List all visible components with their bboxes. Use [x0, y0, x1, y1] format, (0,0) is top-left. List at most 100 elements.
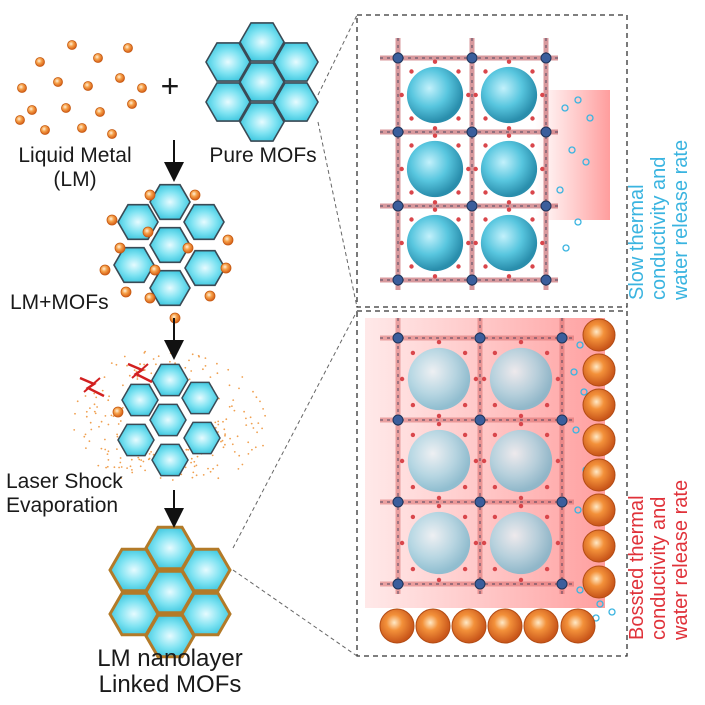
- liquid-metal-dots: [16, 41, 147, 139]
- metal-node: [393, 201, 403, 211]
- laser-shock-cluster: [73, 349, 266, 481]
- vapor-particle: [149, 453, 151, 455]
- liquid-metal-label: Liquid Metal: [18, 144, 131, 167]
- vapor-particle: [192, 477, 194, 479]
- metal-node: [475, 579, 485, 589]
- lm-droplet: [113, 407, 123, 417]
- vapor-particle: [231, 405, 233, 407]
- metal-node: [393, 53, 403, 63]
- vapor-particle: [104, 376, 106, 378]
- vapor-particle: [158, 355, 160, 357]
- metal-node: [467, 127, 477, 137]
- pore-sphere: [490, 512, 552, 574]
- vapor-particle: [216, 363, 218, 365]
- vapor-particle: [98, 426, 100, 428]
- oxygen-atom: [433, 126, 437, 130]
- lm-nanoparticle: [583, 566, 615, 598]
- vapor-particle: [121, 466, 123, 468]
- vapor-particle: [185, 467, 187, 469]
- oxygen-atom: [493, 403, 497, 407]
- oxygen-atom: [411, 567, 415, 571]
- pore-sphere: [407, 67, 463, 123]
- plus-sign: +: [161, 68, 180, 104]
- vapor-particle: [203, 474, 205, 476]
- vapor-particle: [85, 434, 87, 436]
- vapor-particle: [77, 400, 79, 402]
- oxygen-atom: [456, 116, 460, 120]
- laser-label-2: Evaporation: [6, 494, 118, 517]
- pore-sphere: [490, 430, 552, 492]
- oxygen-atom: [507, 134, 511, 138]
- metal-node: [557, 415, 567, 425]
- oxygen-atom: [545, 567, 549, 571]
- pore-sphere: [490, 348, 552, 410]
- oxygen-atom: [493, 433, 497, 437]
- boosted-text-line1: Bossted thermal: [626, 495, 648, 640]
- vapor-particle: [238, 388, 240, 390]
- oxygen-atom: [507, 60, 511, 64]
- vapor-particle: [264, 415, 266, 417]
- vapor-particle: [74, 413, 76, 415]
- vapor-particle: [197, 456, 199, 458]
- pore-sphere: [408, 430, 470, 492]
- vapor-particle: [229, 438, 231, 440]
- vapor-particle: [232, 443, 234, 445]
- lm-nanoparticle: [583, 459, 615, 491]
- mof-hexagon: [118, 424, 154, 455]
- oxygen-atom: [474, 541, 478, 545]
- oxygen-atom: [519, 578, 523, 582]
- oxygen-atom: [463, 433, 467, 437]
- vapor-particle: [188, 449, 190, 451]
- oxygen-atom: [493, 515, 497, 519]
- oxygen-atom: [530, 69, 534, 73]
- vapor-particle: [104, 439, 106, 441]
- lm-droplet: [221, 263, 231, 273]
- vapor-particle: [253, 427, 255, 429]
- vapor-particle: [118, 423, 120, 425]
- oxygen-atom: [433, 200, 437, 204]
- vapor-particle: [117, 436, 119, 438]
- pore-sphere: [481, 67, 537, 123]
- vapor-particle: [107, 453, 109, 455]
- lm-mofs-label: LM+MOFs: [10, 291, 109, 314]
- lm-droplet: [108, 130, 117, 139]
- vapor-particle: [155, 363, 157, 365]
- lm-droplet: [145, 293, 155, 303]
- vapor-particle: [194, 466, 196, 468]
- metal-node: [475, 497, 485, 507]
- lm-droplet: [28, 106, 37, 115]
- metal-node: [475, 415, 485, 425]
- oxygen-atom: [483, 69, 487, 73]
- oxygen-atom: [466, 241, 470, 245]
- slow-text-line2: conductivity and: [648, 157, 670, 300]
- oxygen-atom: [556, 541, 560, 545]
- vapor-particle: [153, 358, 155, 360]
- vapor-particle: [223, 428, 225, 430]
- vapor-particle: [89, 440, 91, 442]
- pore-sphere: [407, 215, 463, 271]
- metal-node: [393, 275, 403, 285]
- vapor-particle: [140, 465, 142, 467]
- vapor-particle: [189, 378, 191, 380]
- oxygen-atom: [437, 504, 441, 508]
- vapor-particle: [118, 467, 120, 469]
- oxygen-atom: [507, 274, 511, 278]
- vapor-particle: [234, 451, 236, 453]
- metal-node: [393, 333, 403, 343]
- vapor-particle: [95, 413, 97, 415]
- oxygen-atom: [482, 459, 486, 463]
- vapor-particle: [247, 441, 249, 443]
- vapor-particle: [143, 461, 145, 463]
- vapor-particle: [101, 421, 103, 423]
- oxygen-atom: [545, 433, 549, 437]
- oxygen-atom: [437, 340, 441, 344]
- oxygen-atom: [433, 134, 437, 138]
- vapor-particle: [262, 445, 264, 447]
- oxygen-atom: [409, 143, 413, 147]
- laser-bolt-icon: [80, 378, 104, 396]
- vapor-particle: [217, 424, 219, 426]
- lm-droplet: [54, 78, 63, 87]
- lm-droplet: [124, 44, 133, 53]
- metal-node: [467, 53, 477, 63]
- vapor-particle: [250, 416, 252, 418]
